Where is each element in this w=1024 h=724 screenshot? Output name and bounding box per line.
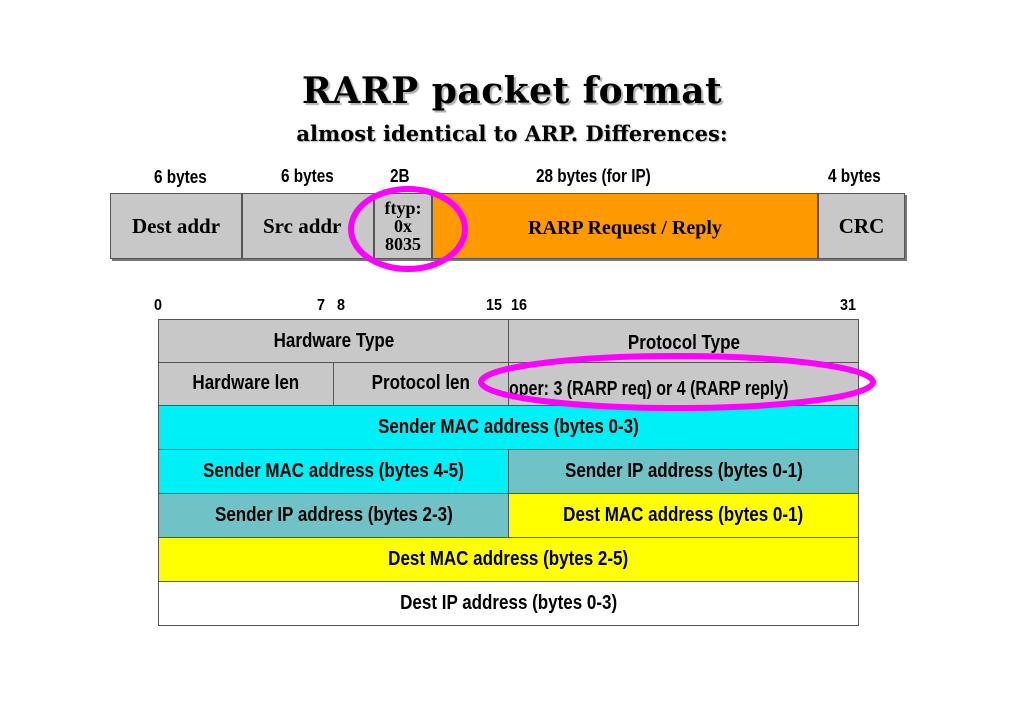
size-label-type: 2B: [390, 166, 410, 186]
frame-type-field: ftyp: 0x 8035: [374, 193, 432, 259]
field-dest-mac-2-5: Dest MAC address (bytes 2-5): [158, 537, 859, 582]
frame-payload-label: RARP Request / Reply: [528, 216, 722, 239]
field-sender-ip-0-1: Sender IP address (bytes 0-1): [508, 449, 859, 494]
frame-crc-label: CRC: [838, 213, 885, 238]
size-label-src: 6 bytes: [281, 166, 334, 186]
frame-src-addr-label: Src addr: [263, 213, 342, 238]
bit-label-0: 0: [154, 297, 163, 314]
field-protocol-len-label: Protocol len: [371, 372, 471, 394]
highlight-ellipse-frame-type: [348, 186, 468, 272]
frame-type-line-1: ftyp:: [384, 198, 422, 218]
field-oper-label: oper: 3 (RARP req) or 4 (RARP reply): [509, 377, 789, 400]
field-sender-mac-0-3-label: Sender MAC address (bytes 0-3): [378, 416, 639, 438]
frame-type-line-3: 8035: [385, 234, 421, 254]
bit-label-15: 15: [486, 297, 503, 314]
size-label-payload: 28 bytes (for IP): [536, 166, 651, 186]
field-dest-mac-0-1-label: Dest MAC address (bytes 0-1): [563, 504, 804, 526]
field-sender-ip-2-3-label: Sender IP address (bytes 2-3): [214, 504, 453, 526]
size-label-crc: 4 bytes: [828, 166, 881, 186]
frame-payload: RARP Request / Reply: [432, 193, 818, 259]
field-dest-ip-0-3: Dest IP address (bytes 0-3): [158, 581, 859, 626]
field-hardware-len: Hardware len: [158, 362, 334, 406]
bit-label-16: 16: [511, 297, 528, 314]
frame-type-line-2: 0x: [394, 216, 412, 236]
field-dest-mac-2-5-label: Dest MAC address (bytes 2-5): [388, 548, 629, 570]
field-sender-ip-0-1-label: Sender IP address (bytes 0-1): [564, 460, 803, 482]
field-protocol-type-label: Protocol Type: [627, 331, 740, 354]
frame-crc: CRC: [818, 193, 905, 259]
field-hardware-len-label: Hardware len: [192, 372, 300, 394]
slide-title: RARP packet format: [301, 70, 723, 112]
field-hardware-type-label: Hardware Type: [273, 329, 394, 352]
frame-dest-addr-label: Dest addr: [131, 213, 221, 238]
field-sender-mac-4-5-label: Sender MAC address (bytes 4-5): [203, 460, 464, 482]
field-sender-mac-4-5: Sender MAC address (bytes 4-5): [158, 449, 509, 494]
bit-label-7: 7: [317, 297, 326, 314]
field-dest-mac-0-1: Dest MAC address (bytes 0-1): [508, 493, 859, 538]
size-label-dest: 6 bytes: [154, 167, 207, 187]
field-dest-ip-0-3-label: Dest IP address (bytes 0-3): [399, 592, 617, 614]
slide-subtitle: almost identical to ARP. Differences:: [296, 121, 728, 146]
bit-label-8: 8: [337, 297, 346, 314]
field-oper: oper: 3 (RARP req) or 4 (RARP reply): [508, 362, 859, 406]
field-hardware-type: Hardware Type: [158, 319, 509, 363]
bit-label-31: 31: [840, 297, 857, 314]
highlight-ellipse-oper: [478, 353, 876, 411]
frame-dest-addr: Dest addr: [110, 193, 242, 259]
field-sender-mac-0-3: Sender MAC address (bytes 0-3): [158, 405, 859, 450]
